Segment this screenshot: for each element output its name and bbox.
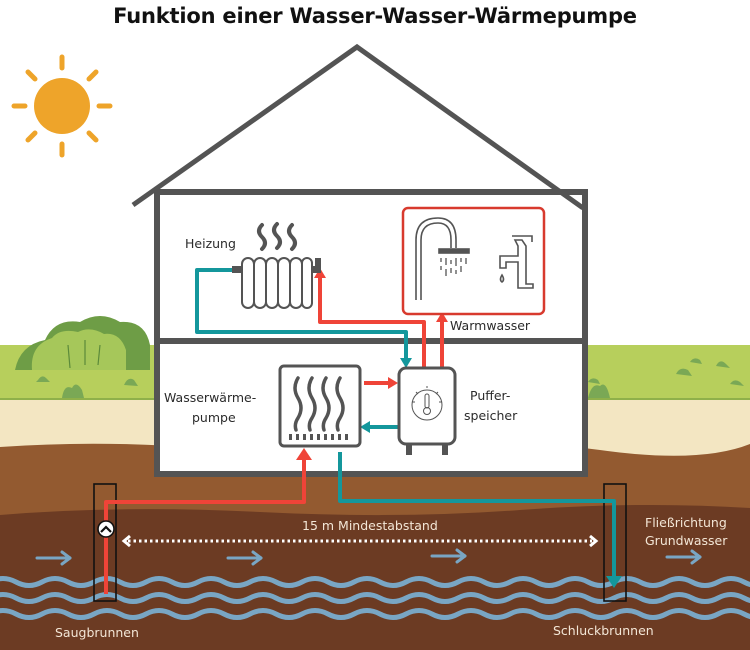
buffer-tank-icon: [397, 366, 457, 455]
well-supply-pipe: [104, 458, 306, 594]
roof: [131, 43, 585, 211]
suction-well-shaft: [93, 483, 117, 602]
injection-well-shaft: [603, 483, 627, 602]
groundwater-wave: [0, 576, 750, 588]
thermometer-icon: [411, 386, 443, 421]
steam-icon: [257, 222, 297, 251]
house-walls: [154, 189, 588, 477]
heat-pump-label-line1: Wasserwärme-: [164, 390, 256, 405]
grass-tufts: [36, 358, 744, 398]
flow-direction-label-line1: Fließrichtung: [645, 515, 727, 530]
faucet-icon: [499, 235, 534, 289]
radiator-icon: [232, 257, 321, 309]
return-to-well-pipe: [338, 452, 616, 578]
cold-pipe-arrowheads: [360, 358, 622, 588]
flow-arrow-icon: [226, 550, 263, 566]
groundwater-wave: [0, 592, 750, 604]
heating-label: Heizung: [185, 236, 236, 251]
hot-water-pipes: [104, 276, 444, 594]
distance-arrow: [121, 534, 599, 548]
buffer-to-radiator-pipe: [318, 276, 426, 368]
sun-icon: [11, 54, 113, 158]
groundwater-flow-arrows: [35, 548, 702, 566]
flow-direction-label-line2: Grundwasser: [645, 533, 728, 548]
flow-arrow-icon: [35, 550, 72, 566]
heat-pump-icon: [278, 364, 362, 448]
injection-well-label: Schluckbrunnen: [553, 623, 654, 638]
distance-label: 15 m Mindestabstand: [302, 518, 438, 533]
buffer-label-line1: Puffer-: [470, 388, 510, 403]
hot-water-box: [401, 206, 546, 316]
heat-pump-label-line2: pumpe: [192, 410, 236, 425]
shower-icon: [415, 217, 470, 300]
bush-icon: [15, 316, 150, 370]
groundwater-waves: [0, 576, 750, 620]
cold-water-pipes: [195, 268, 616, 578]
groundwater-wave: [0, 608, 750, 620]
suction-well-label: Saugbrunnen: [55, 625, 139, 640]
flow-arrow-icon: [430, 548, 467, 564]
diagram-title: Funktion einer Wasser-Wasser-Wärmepumpe: [113, 4, 637, 28]
radiator-return-pipe: [195, 268, 408, 360]
pump-icon: [97, 520, 115, 538]
hot-water-label: Warmwasser: [450, 318, 531, 333]
flow-arrow-icon: [665, 549, 702, 565]
buffer-label-line2: speicher: [464, 408, 518, 423]
